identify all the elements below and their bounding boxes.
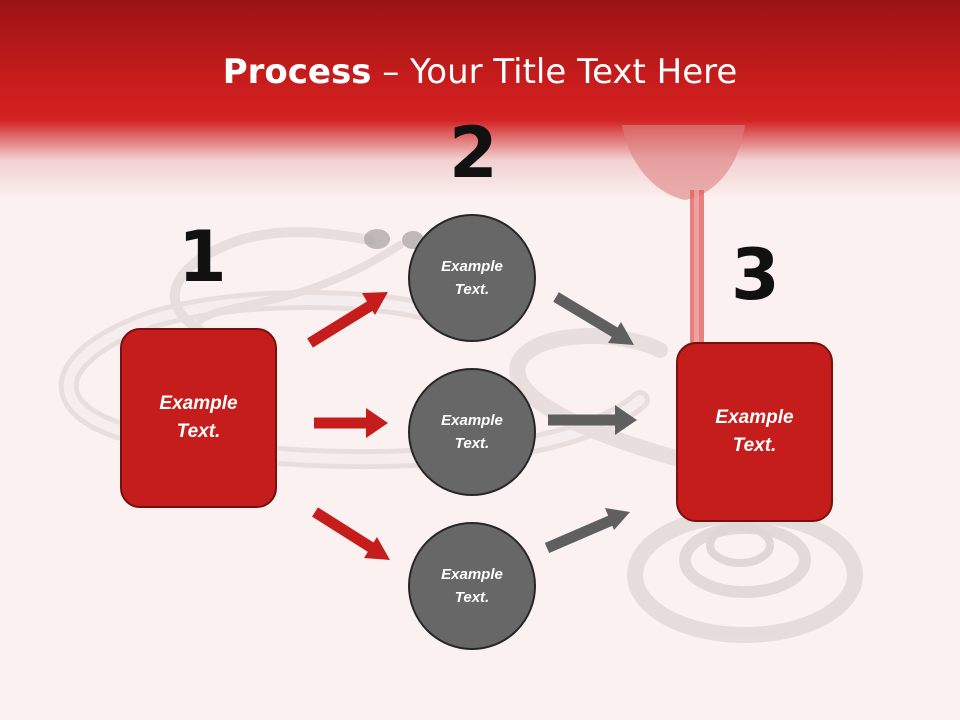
process-box-start[interactable]: Example Text.: [120, 328, 277, 508]
arrow-from-top-circle: [553, 292, 634, 345]
box-start-text: Example Text.: [159, 390, 237, 447]
circle-top-line1: Example: [441, 257, 503, 275]
circle-middle-line1: Example: [441, 411, 503, 429]
step-number-2: 2: [449, 112, 498, 194]
step-number-3: 3: [731, 234, 780, 316]
box-end-line2: Text.: [732, 435, 777, 456]
process-circle-middle[interactable]: Example Text.: [408, 368, 536, 496]
arrow-to-middle-circle: [314, 408, 388, 438]
arrow-to-bottom-circle: [312, 507, 390, 560]
title-bold: Process: [222, 52, 372, 92]
circle-top-line2: Text.: [454, 281, 490, 298]
header-band: [0, 0, 960, 200]
circle-bottom-line2: Text.: [454, 589, 490, 606]
arrow-from-bottom-circle: [544, 508, 630, 554]
box-start-line1: Example: [159, 392, 238, 414]
circle-middle-line2: Text.: [454, 435, 490, 452]
slide-title: Process – Your Title Text Here: [0, 52, 960, 92]
box-end-text: Example Text.: [715, 404, 793, 461]
box-end-line1: Example: [715, 406, 794, 428]
step-number-1: 1: [178, 216, 227, 298]
box-start-line2: Text.: [176, 421, 221, 442]
circle-bottom-line1: Example: [441, 565, 503, 583]
title-rest: – Your Title Text Here: [371, 52, 738, 92]
arrow-from-middle-circle: [548, 405, 637, 435]
process-box-end[interactable]: Example Text.: [676, 342, 833, 522]
process-circle-bottom[interactable]: Example Text.: [408, 522, 536, 650]
process-circle-top[interactable]: Example Text.: [408, 214, 536, 342]
arrow-to-top-circle: [307, 292, 388, 348]
